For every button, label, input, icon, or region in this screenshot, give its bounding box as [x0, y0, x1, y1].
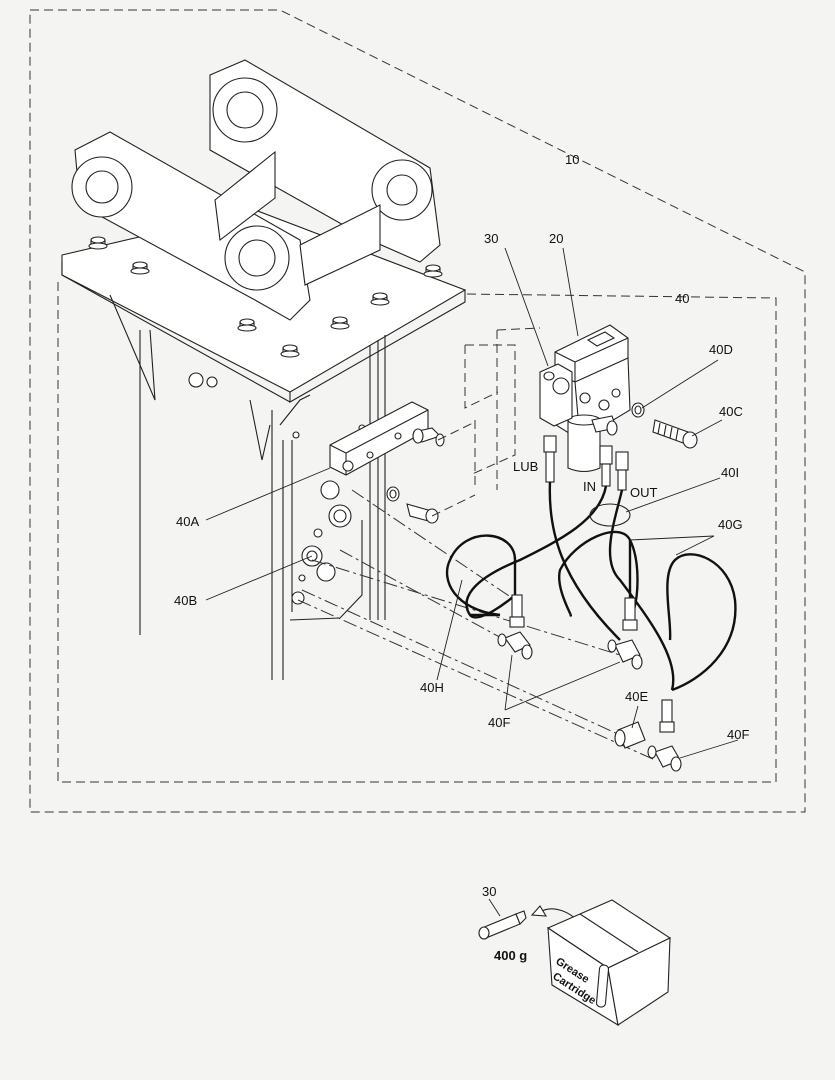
cartridge-weight: 400 g — [494, 948, 527, 963]
kit-boundary-40 — [57, 282, 777, 783]
label-40h: 40H — [420, 680, 444, 695]
tee-fitting-40f-middle — [607, 639, 643, 670]
arrow-head-icon — [530, 905, 548, 917]
label-lub: LUB — [513, 459, 538, 474]
breaker-housing — [61, 59, 467, 680]
assembly-guide-lines — [297, 327, 656, 761]
top-plate-bolts — [88, 236, 443, 358]
washer-40d — [631, 402, 645, 418]
tee-fitting-40f-right — [647, 745, 682, 772]
label-30: 30 — [484, 231, 498, 246]
label-40g: 40G — [718, 517, 743, 532]
lubrication-pump-20 — [539, 324, 631, 473]
fitting-40e — [614, 721, 646, 749]
label-40a: 40A — [176, 514, 199, 529]
label-40d: 40D — [709, 342, 733, 357]
grease-cartridge-30 — [478, 898, 527, 940]
label-20: 20 — [549, 231, 563, 246]
label-10: 10 — [565, 152, 579, 167]
label-40: 40 — [675, 291, 689, 306]
hoses-40g-40h — [445, 481, 737, 692]
bolt-40c — [652, 419, 698, 449]
grease-cartridge-box: Grease Cartridge — [546, 899, 672, 1027]
label-40i: 40I — [721, 465, 739, 480]
label-40f-right: 40F — [727, 727, 749, 742]
label-40e: 40E — [625, 689, 648, 704]
assembly-boundary-10 — [29, 9, 806, 813]
label-in: IN — [583, 479, 596, 494]
label-30-cartridge: 30 — [482, 884, 496, 899]
tee-fitting-40f-left — [497, 631, 533, 660]
label-40b: 40B — [174, 593, 197, 608]
label-40f-left: 40F — [488, 715, 510, 730]
label-out: OUT — [630, 485, 658, 500]
bolt-40b — [386, 486, 439, 524]
mounting-bracket-40a — [329, 401, 445, 476]
hose-end-fittings — [509, 594, 675, 733]
label-40c: 40C — [719, 404, 743, 419]
leader-lines — [205, 247, 739, 759]
